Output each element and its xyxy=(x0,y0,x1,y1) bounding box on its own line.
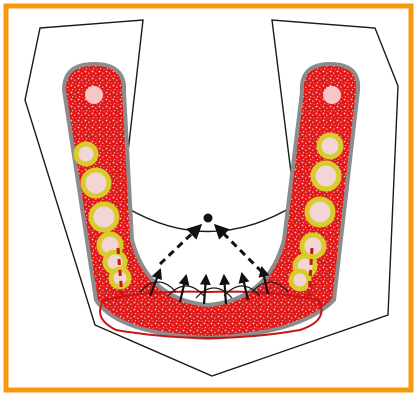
marker-ring-right-6 xyxy=(291,271,309,289)
marker-ring-left-1 xyxy=(76,144,96,164)
highlight-left xyxy=(85,86,103,104)
marker-ring-left-2 xyxy=(83,170,109,196)
converging-vectors xyxy=(160,226,262,272)
marker-ring-right-1 xyxy=(319,135,341,157)
converging-vector-2 xyxy=(216,226,262,272)
convergence-point xyxy=(204,214,213,223)
highlight-right xyxy=(323,86,341,104)
marker-ring-right-2 xyxy=(313,163,339,189)
converging-vector-1 xyxy=(160,226,200,264)
marker-ring-right-3 xyxy=(307,199,333,225)
upward-vector-4 xyxy=(224,276,226,304)
upward-vector-3 xyxy=(204,276,206,304)
marker-ring-left-3 xyxy=(91,204,117,230)
